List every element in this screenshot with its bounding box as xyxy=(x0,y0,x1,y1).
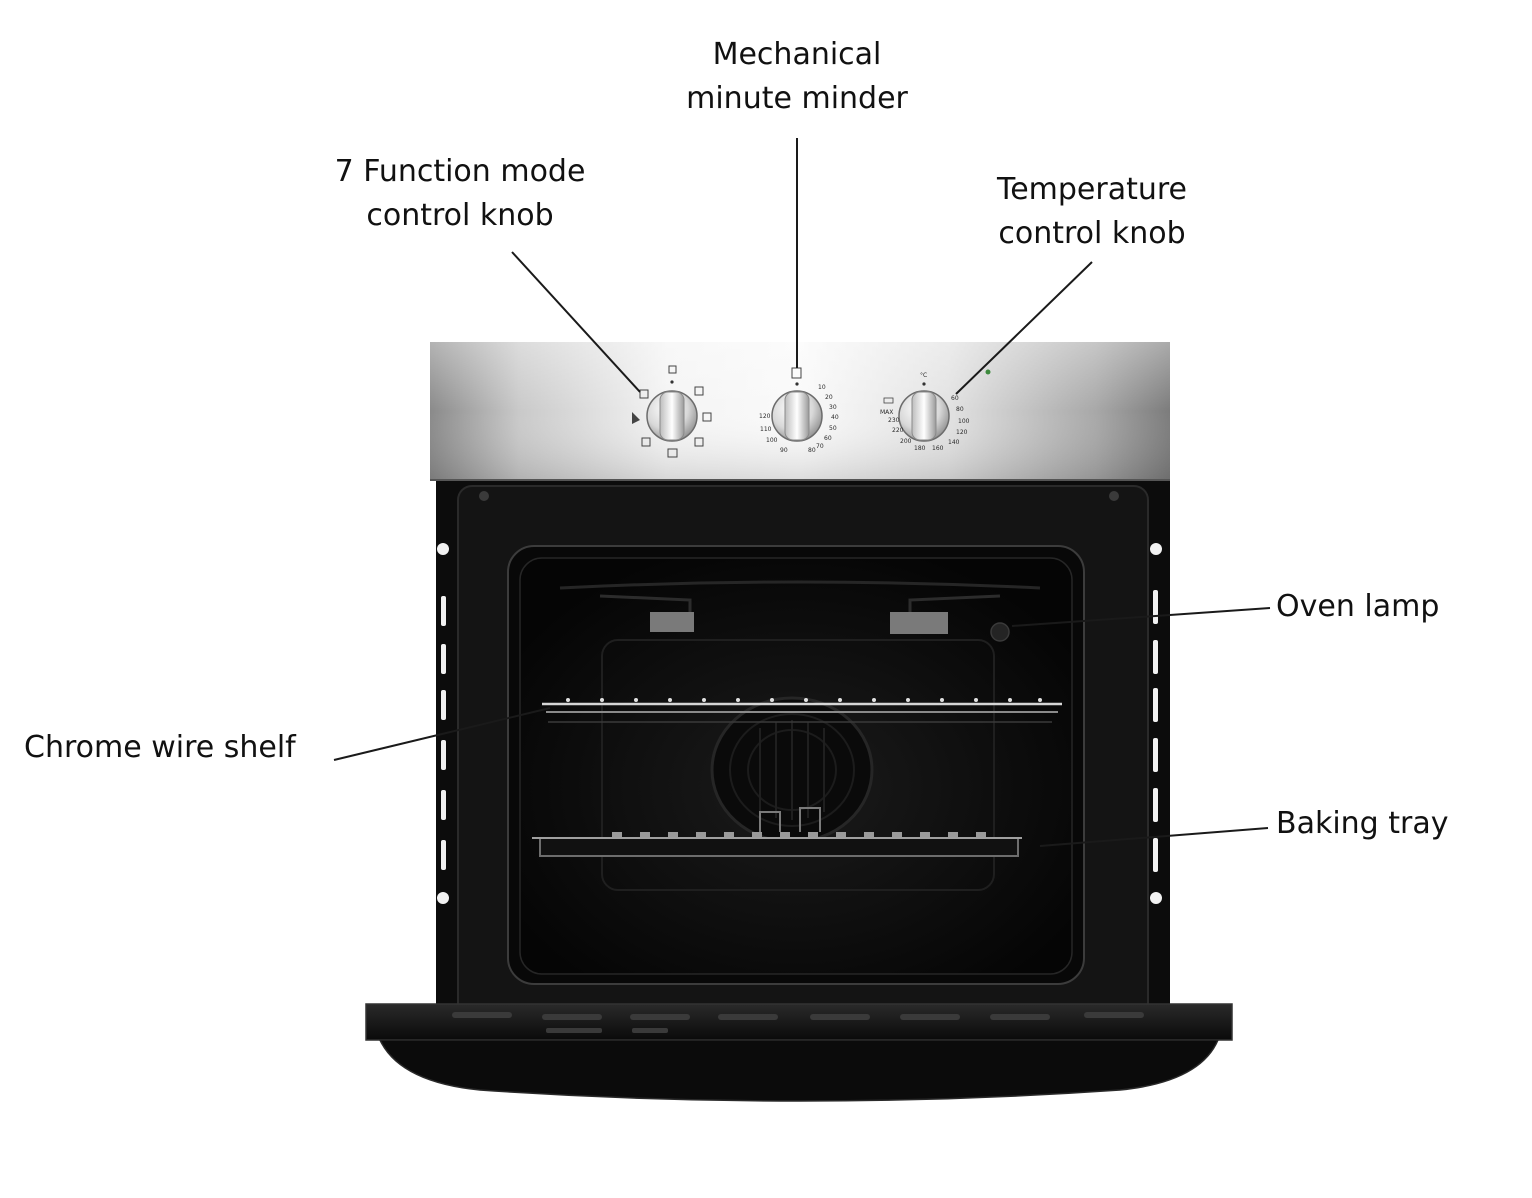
timer-mark: 100 xyxy=(766,437,778,444)
timer-mark: 120 xyxy=(759,413,771,420)
label-oven-lamp: Oven lamp xyxy=(1276,589,1440,624)
label-temperature-knob: Temperature control knob xyxy=(996,172,1188,251)
timer-mark: 20 xyxy=(825,394,833,401)
shelf-support-dots xyxy=(566,698,1042,702)
temperature-mark: 200 xyxy=(900,438,912,445)
side-slots-right xyxy=(1150,543,1162,904)
timer-mark: 60 xyxy=(824,435,832,442)
temperature-mark: 160 xyxy=(932,445,944,452)
minute-minder-knob: 10 20 30 40 50 60 70 80 90 100 110 120 xyxy=(759,367,839,454)
temperature-mark: 140 xyxy=(948,439,960,446)
oven-door xyxy=(365,1003,1233,1102)
temperature-mark: 80 xyxy=(956,406,964,413)
leader-function-knob xyxy=(511,251,641,393)
temperature-mark: 100 xyxy=(958,418,970,425)
timer-mark: 10 xyxy=(818,384,826,391)
leader-lines xyxy=(333,138,1271,847)
oven-back-wall xyxy=(601,639,995,891)
oven-lamp xyxy=(990,622,1010,642)
temperature-mark: 220 xyxy=(892,427,904,434)
leader-temperature-knob xyxy=(955,261,1093,395)
screw-right xyxy=(1109,491,1119,501)
baking-tray xyxy=(532,807,1022,857)
label-function-knob: 7 Function mode control knob xyxy=(334,154,586,233)
temperature-mark: 230 xyxy=(888,417,900,424)
top-heating-element xyxy=(559,580,1041,590)
rear-fan xyxy=(710,696,874,844)
timer-mark: 90 xyxy=(780,447,788,454)
temperature-max: MAX xyxy=(880,409,893,416)
leader-wire-shelf xyxy=(333,707,551,761)
screw-left xyxy=(479,491,489,501)
label-baking-tray: Baking tray xyxy=(1276,806,1449,841)
timer-mark: 50 xyxy=(829,425,837,432)
temperature-mark: 180 xyxy=(914,445,926,452)
timer-mark: 110 xyxy=(760,426,772,433)
grill-bracket-right xyxy=(890,612,948,634)
leader-baking-tray xyxy=(1039,827,1269,847)
timer-mark: 80 xyxy=(808,447,816,454)
temperature-mark: 60 xyxy=(951,395,959,402)
label-minute-minder: Mechanical minute minder xyxy=(686,37,908,116)
temperature-unit: °C xyxy=(920,372,927,379)
timer-mark: 40 xyxy=(831,414,839,421)
function-mode-knob xyxy=(632,365,712,458)
timer-mark: 70 xyxy=(816,443,824,450)
leader-oven-lamp xyxy=(1011,607,1271,627)
temperature-knob: °C MAX 60 80 100 120 140 160 180 200 220… xyxy=(880,369,991,452)
side-slots-left xyxy=(437,543,449,904)
label-wire-shelf: Chrome wire shelf xyxy=(24,730,296,765)
temperature-mark: 120 xyxy=(956,429,968,436)
timer-mark: 30 xyxy=(829,404,837,411)
chrome-wire-shelf xyxy=(542,702,1062,723)
grill-bracket-left xyxy=(650,612,694,632)
